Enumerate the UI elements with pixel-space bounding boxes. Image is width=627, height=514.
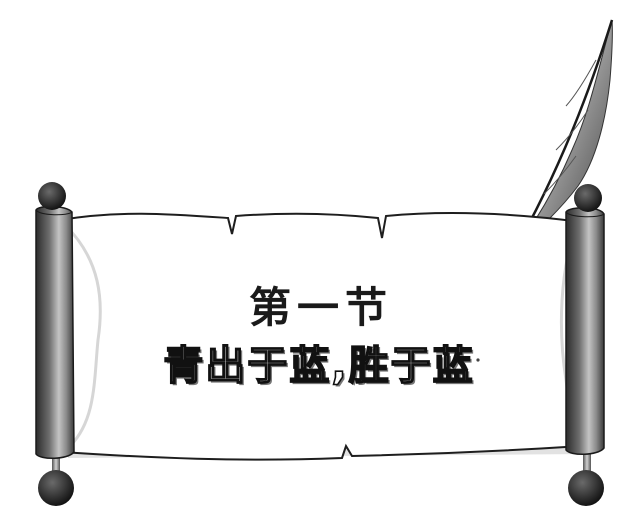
- right-bottom-knob-icon: [568, 470, 604, 506]
- right-scroll-roller: [565, 184, 605, 506]
- left-bottom-knob-icon: [38, 470, 74, 506]
- section-subtitle: 青出于蓝,胜于蓝: [163, 342, 475, 390]
- left-scroll-roller: [35, 182, 75, 506]
- right-top-knob-icon: [574, 184, 602, 212]
- section-title: 第一节: [248, 283, 393, 332]
- scroll-text: 第一节 青出于蓝,胜于蓝: [95, 282, 535, 392]
- left-top-knob-icon: [38, 182, 66, 210]
